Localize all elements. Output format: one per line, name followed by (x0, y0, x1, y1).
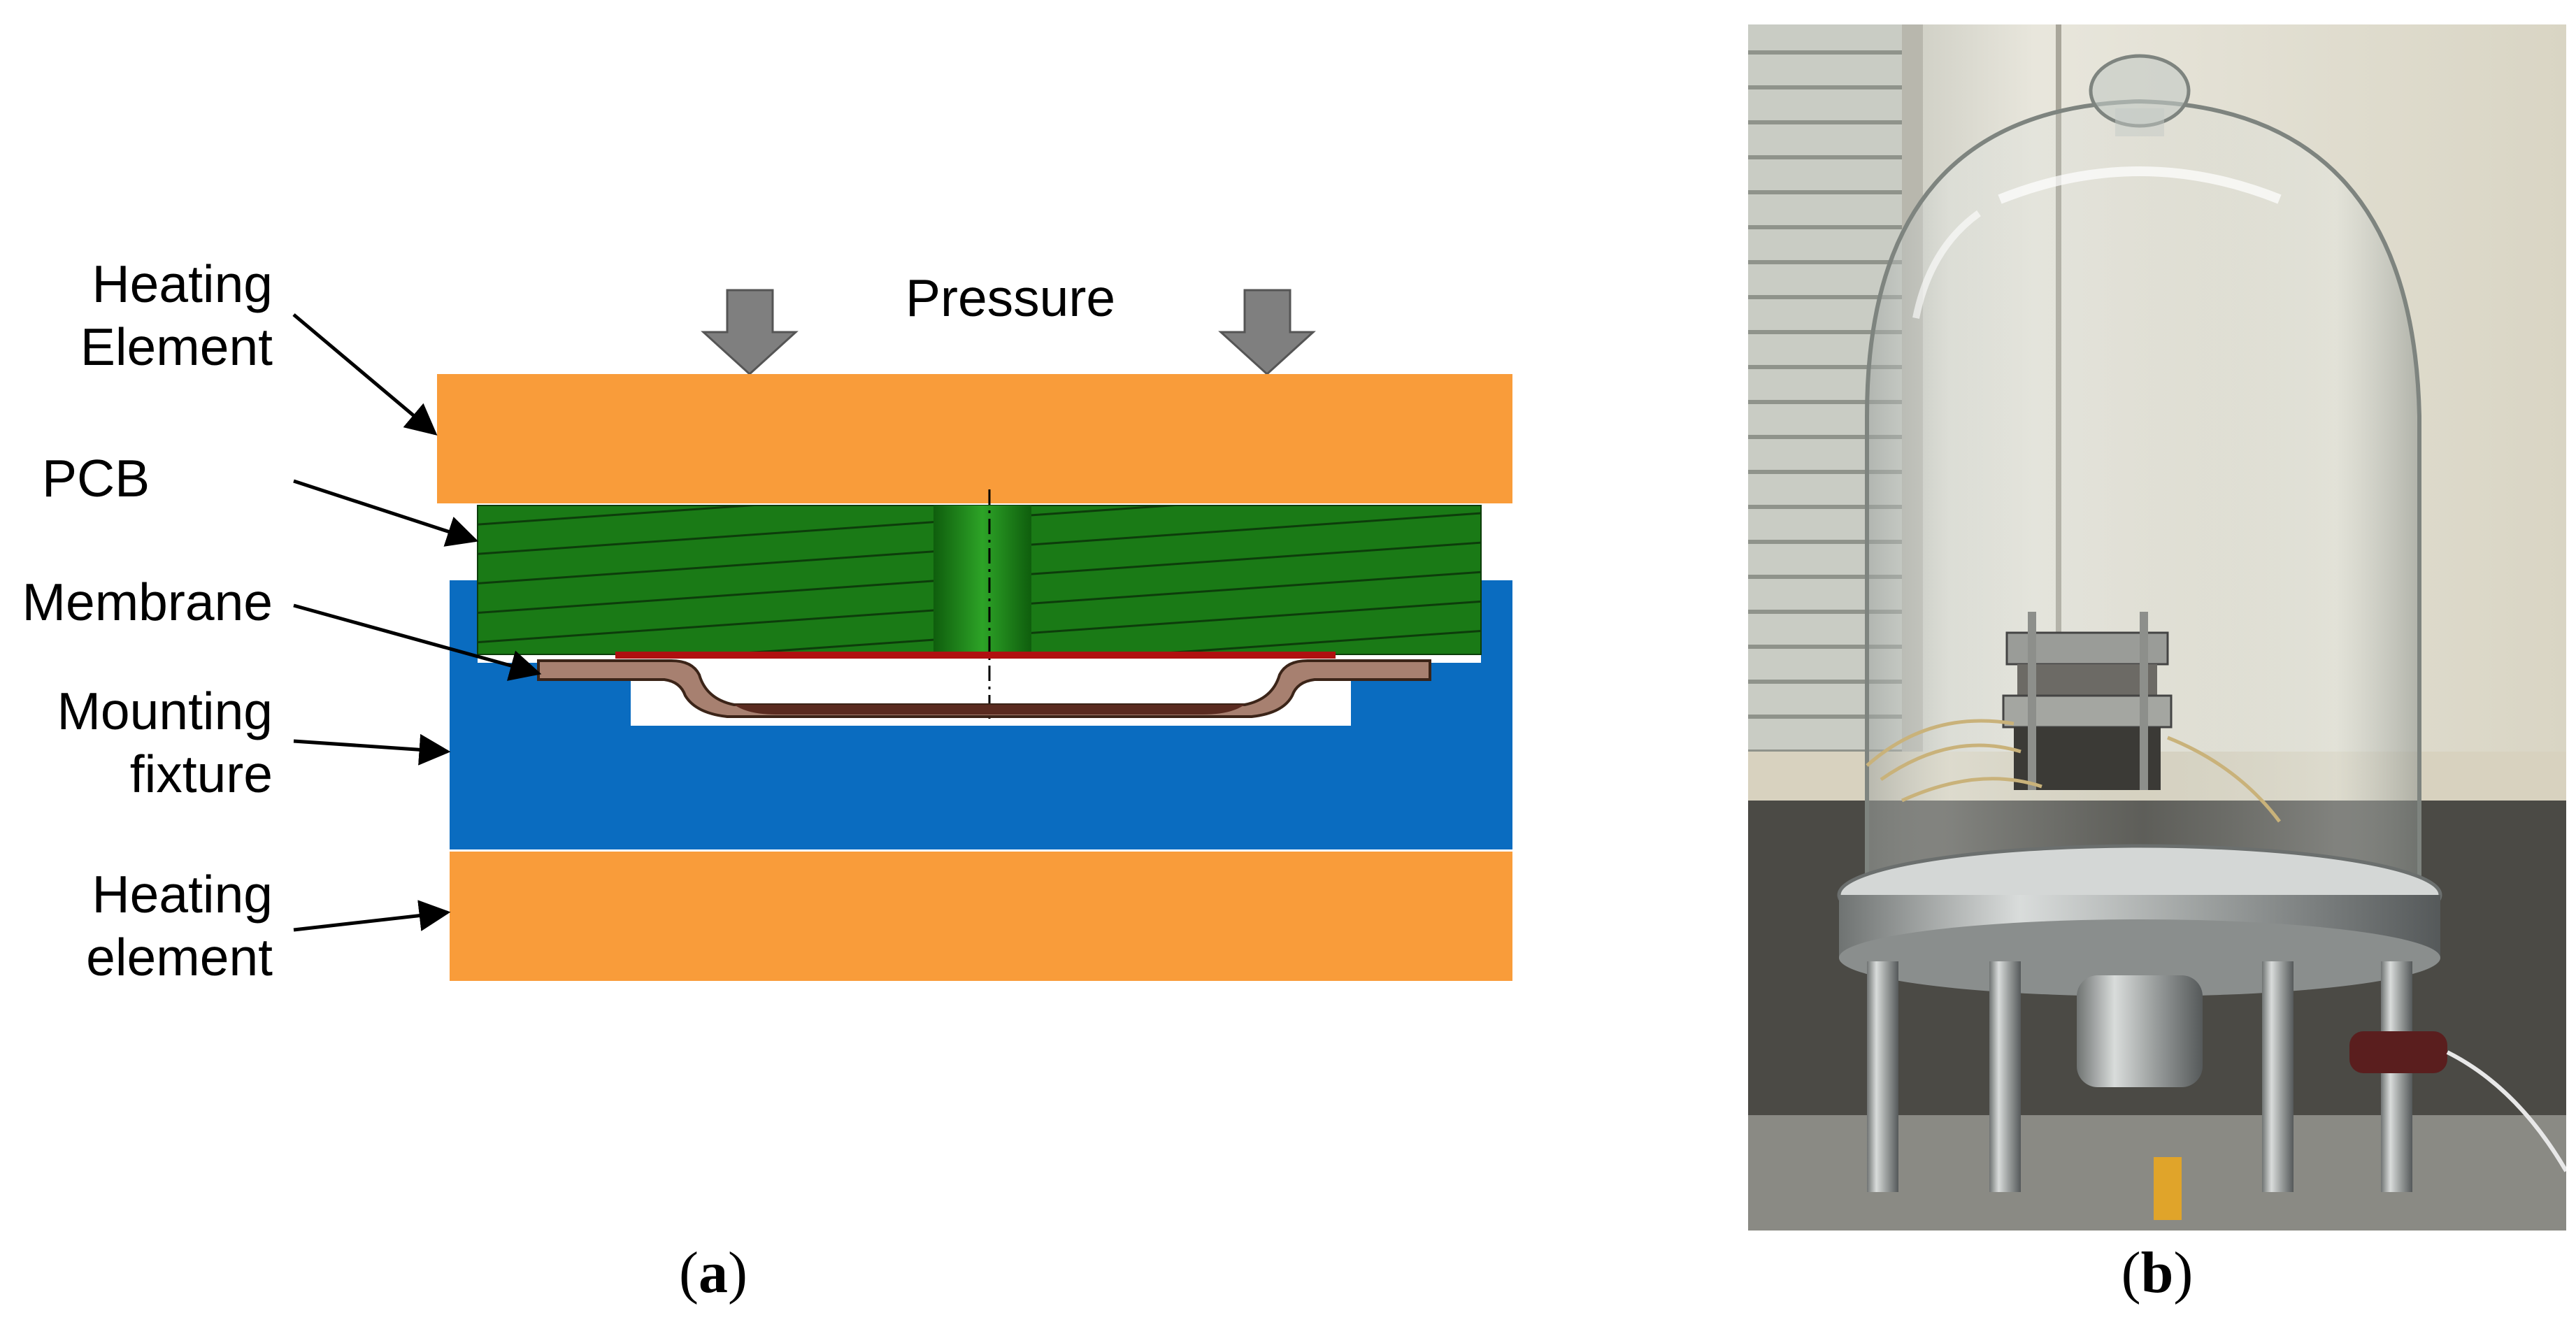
pcb-pointer (293, 479, 479, 547)
vacuum-chamber-photo (1748, 24, 2566, 1231)
heating-element-top (437, 374, 1512, 503)
pcb-label: PCB (42, 449, 150, 508)
mounting-fixture (450, 580, 1512, 849)
membrane-cavity (734, 705, 1245, 715)
membrane-label: Membrane (22, 573, 273, 631)
pressure-arrow-right (1218, 289, 1316, 376)
pressure-arrow-left (701, 289, 799, 376)
heating-element-top-label-line2: Element (80, 317, 273, 376)
caption-b: (b) (2121, 1240, 2194, 1305)
caption-a: (a) (679, 1240, 747, 1305)
chamber-base (1837, 844, 2566, 1220)
cross-section-diagram: Pressure Heating Element PCB Membrane Mo… (22, 254, 1512, 987)
mounting-fixture-label-line2: fixture (130, 745, 273, 803)
mounting-fixture-pointer (293, 733, 451, 766)
heating-element-bottom-label-line1: Heating (92, 865, 273, 924)
membrane-pointer (293, 603, 542, 681)
pressure-label: Pressure (906, 268, 1115, 327)
glass-bell-jar (1865, 54, 2421, 887)
heating-element-top-label-line1: Heating (92, 254, 273, 313)
membrane-red-layer (615, 652, 1336, 659)
heating-element-bottom-pointer (293, 900, 451, 932)
heating-element-bottom (450, 852, 1512, 981)
pcb-via-pillar (933, 505, 1031, 654)
heating-element-bottom-label-line2: element (86, 928, 273, 987)
mounting-fixture-label-line1: Mounting (57, 682, 273, 740)
heating-element-top-pointer (292, 313, 438, 436)
test-fixture (1866, 612, 2281, 823)
